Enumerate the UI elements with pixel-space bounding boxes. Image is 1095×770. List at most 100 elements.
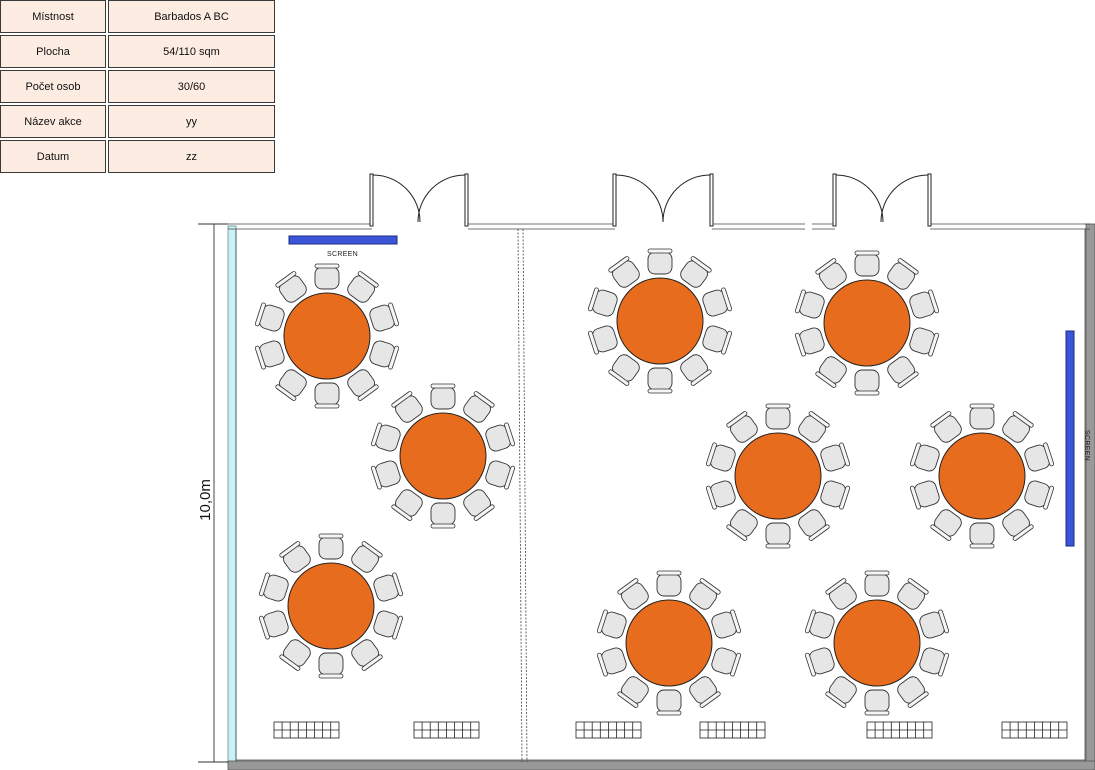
chair bbox=[887, 356, 919, 388]
dimension-line bbox=[198, 223, 228, 763]
table-top bbox=[287, 562, 375, 650]
chair bbox=[314, 382, 340, 409]
chair bbox=[617, 578, 649, 610]
chair bbox=[463, 391, 495, 423]
info-label-area: Plocha bbox=[0, 35, 106, 68]
info-value-area: 54/110 sqm bbox=[108, 35, 275, 68]
chair bbox=[909, 289, 940, 319]
round-table-2 bbox=[370, 383, 516, 529]
screen-label-left: SCREEN bbox=[327, 251, 358, 258]
chair bbox=[391, 391, 423, 423]
chair bbox=[587, 325, 618, 355]
chair bbox=[430, 502, 456, 529]
info-label-room: Místnost bbox=[0, 0, 106, 33]
chair bbox=[1002, 411, 1034, 443]
chair bbox=[608, 256, 640, 288]
chair bbox=[897, 676, 929, 708]
chair bbox=[820, 442, 851, 472]
screen-label-right: SCREEN bbox=[1083, 430, 1090, 461]
chair bbox=[369, 302, 400, 332]
round-table-1 bbox=[254, 263, 400, 409]
chair bbox=[258, 610, 289, 640]
round-table-3 bbox=[258, 533, 404, 679]
chair bbox=[765, 522, 791, 549]
radiator-4 bbox=[699, 721, 766, 739]
round-table-7 bbox=[909, 403, 1055, 549]
chair bbox=[804, 609, 835, 639]
info-label-persons: Počet osob bbox=[0, 70, 106, 103]
chair bbox=[347, 369, 379, 401]
door-3 bbox=[832, 173, 932, 227]
radiator-2 bbox=[413, 721, 480, 739]
chair bbox=[705, 480, 736, 510]
chair bbox=[726, 411, 758, 443]
radiator-6 bbox=[1001, 721, 1068, 739]
door-1 bbox=[369, 173, 469, 227]
table-top bbox=[833, 599, 921, 687]
chair bbox=[347, 271, 379, 303]
info-value-persons: 30/60 bbox=[108, 70, 275, 103]
chair bbox=[647, 248, 673, 275]
chair bbox=[587, 287, 618, 317]
chair bbox=[680, 354, 712, 386]
chair bbox=[351, 541, 383, 573]
chair bbox=[705, 442, 736, 472]
chair bbox=[726, 509, 758, 541]
chair bbox=[318, 533, 344, 560]
table-top bbox=[283, 292, 371, 380]
room-partition bbox=[517, 228, 528, 763]
chair bbox=[689, 578, 721, 610]
screen-left bbox=[288, 235, 398, 245]
inner-frame bbox=[235, 229, 1086, 761]
chair bbox=[1024, 442, 1055, 472]
chair bbox=[798, 509, 830, 541]
chair bbox=[258, 572, 289, 602]
chair bbox=[864, 689, 890, 716]
chair bbox=[275, 369, 307, 401]
chair bbox=[930, 509, 962, 541]
chair bbox=[430, 383, 456, 410]
radiator-3 bbox=[575, 721, 642, 739]
chair bbox=[897, 578, 929, 610]
chair bbox=[804, 647, 835, 677]
table-top bbox=[399, 412, 487, 500]
chair bbox=[854, 250, 880, 277]
radiator-1 bbox=[273, 721, 340, 739]
table-top bbox=[734, 432, 822, 520]
chair bbox=[1002, 509, 1034, 541]
chair bbox=[825, 676, 857, 708]
door-2 bbox=[612, 173, 714, 227]
chair bbox=[279, 541, 311, 573]
chair bbox=[254, 302, 285, 332]
chair bbox=[887, 258, 919, 290]
chair bbox=[596, 609, 627, 639]
info-value-event-name: yy bbox=[108, 105, 275, 138]
chair bbox=[463, 489, 495, 521]
chair bbox=[919, 609, 950, 639]
chair bbox=[864, 570, 890, 597]
chair bbox=[647, 367, 673, 394]
chair bbox=[608, 354, 640, 386]
banquet-tables bbox=[254, 248, 1055, 716]
top-wall bbox=[228, 223, 1090, 230]
table-top bbox=[823, 279, 911, 367]
table-top bbox=[616, 277, 704, 365]
chair bbox=[930, 411, 962, 443]
window-wall bbox=[227, 225, 237, 765]
info-value-room: Barbados A BC bbox=[108, 0, 275, 33]
chair bbox=[815, 356, 847, 388]
chair bbox=[815, 258, 847, 290]
chair bbox=[909, 480, 940, 510]
chair bbox=[909, 327, 940, 357]
right-wall bbox=[1085, 223, 1095, 770]
chair bbox=[689, 676, 721, 708]
chair bbox=[485, 460, 516, 490]
screen-right bbox=[1065, 330, 1075, 547]
chair bbox=[656, 689, 682, 716]
chair bbox=[969, 522, 995, 549]
chair bbox=[711, 647, 742, 677]
radiators bbox=[273, 721, 1068, 739]
chair bbox=[1024, 480, 1055, 510]
chair bbox=[485, 422, 516, 452]
